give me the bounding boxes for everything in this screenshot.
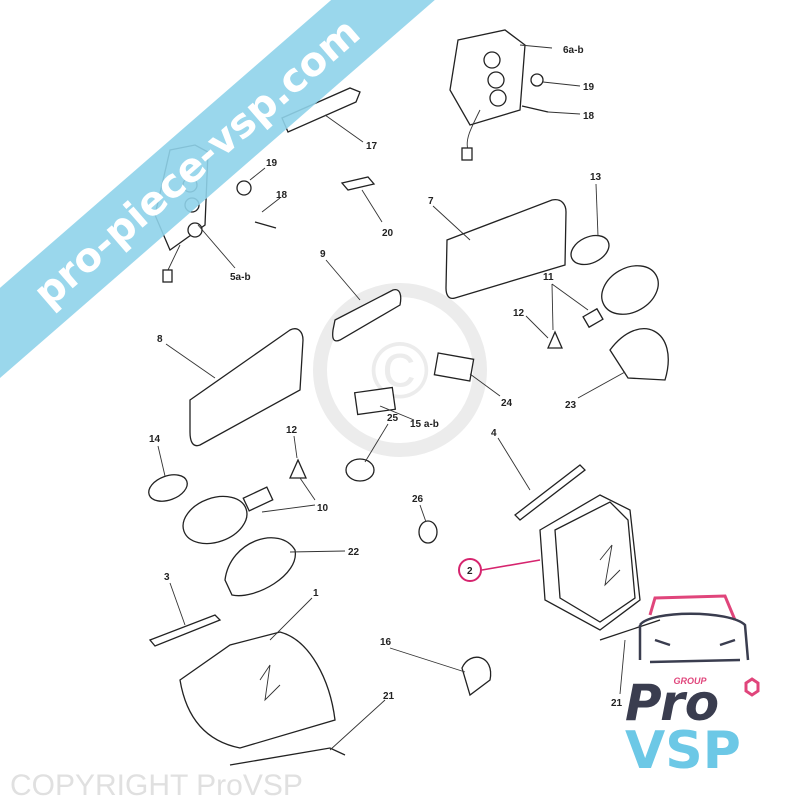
label-26: 26: [412, 494, 424, 505]
label-14: 14: [149, 434, 161, 445]
part-strip-21b[interactable]: [599, 619, 661, 641]
label-11: 11: [543, 272, 554, 283]
part-bracket-4[interactable]: [514, 464, 586, 521]
part-gasket-13[interactable]: [566, 230, 613, 270]
part-lamp-24[interactable]: [433, 352, 475, 382]
part-cover-23[interactable]: [609, 328, 669, 381]
label-21b: 21: [611, 698, 623, 709]
label-16: 16: [380, 637, 392, 648]
label-20: 20: [382, 228, 394, 239]
leader-lines: [157, 44, 626, 751]
label-2: 2: [467, 566, 473, 577]
part-bulb-11[interactable]: [582, 256, 667, 329]
copyright-text: COPYRIGHT ProVSP: [10, 769, 303, 800]
part-bracket-3[interactable]: [148, 614, 222, 647]
provsp-logo: GROUP Pro VSP: [625, 594, 760, 781]
part-bulb-10[interactable]: [176, 486, 274, 552]
hex-nut-icon: [744, 677, 760, 697]
label-10: 10: [317, 503, 329, 514]
label-17: 17: [366, 141, 378, 152]
part-gasket-14[interactable]: [145, 470, 191, 506]
label-12: 12: [513, 308, 525, 319]
label-6ab: 6a-b: [563, 45, 584, 56]
part-cap-12b[interactable]: [288, 458, 308, 479]
label-9: 9: [320, 249, 326, 260]
watermark-text: pro-piece-vsp.com: [25, 9, 369, 317]
label-1: 1: [313, 588, 319, 599]
label-25: 25: [387, 413, 399, 424]
part-pin-18[interactable]: [521, 105, 549, 113]
part-headlamp-2[interactable]: [539, 494, 641, 631]
label-3: 3: [164, 572, 170, 583]
logo-group-text: GROUP: [673, 676, 707, 686]
part-pin-18b[interactable]: [254, 221, 277, 229]
part-bulb-26[interactable]: [418, 520, 438, 544]
part-labels: 6a-b 19 18 17 19 18 20 7 13 5a-b 9 11 12…: [149, 45, 623, 709]
label-18b: 18: [276, 190, 288, 201]
part-cover-22[interactable]: [224, 537, 296, 597]
label-7: 7: [428, 196, 434, 207]
part-bulb-19b[interactable]: [236, 180, 252, 196]
part-cap-12[interactable]: [547, 330, 563, 349]
highlight-circle: [458, 558, 482, 582]
label-22: 22: [348, 547, 360, 558]
part-side-repeater-17[interactable]: [281, 87, 361, 133]
label-18: 18: [583, 111, 595, 122]
part-sun-visor-8[interactable]: [189, 328, 304, 447]
logo-pro-text: Pro: [625, 674, 719, 732]
part-headlamp-1[interactable]: [179, 631, 336, 749]
label-24: 24: [501, 398, 513, 409]
part-rear-lamp-6ab[interactable]: [449, 29, 526, 161]
label-19: 19: [583, 82, 595, 93]
label-15ab: 15 a-b: [410, 419, 439, 430]
part-lamp-15ab[interactable]: [353, 386, 397, 416]
part-sun-visor-7[interactable]: [445, 199, 567, 300]
part-lamp-20[interactable]: [340, 176, 376, 191]
part-horn-16[interactable]: [461, 656, 492, 697]
label-21: 21: [383, 691, 395, 702]
label-5ab: 5a-b: [230, 272, 251, 283]
label-12b: 12: [286, 425, 298, 436]
label-23: 23: [565, 400, 577, 411]
part-mirror-9[interactable]: [332, 289, 402, 342]
label-19b: 19: [266, 158, 278, 169]
logo-vsp-text: VSP: [625, 721, 741, 781]
part-bulb-25[interactable]: [345, 458, 375, 482]
label-13: 13: [590, 172, 602, 183]
part-strip-21a[interactable]: [229, 747, 346, 766]
label-4: 4: [491, 428, 497, 439]
part-bulb-19[interactable]: [530, 73, 544, 87]
label-8: 8: [157, 334, 163, 345]
